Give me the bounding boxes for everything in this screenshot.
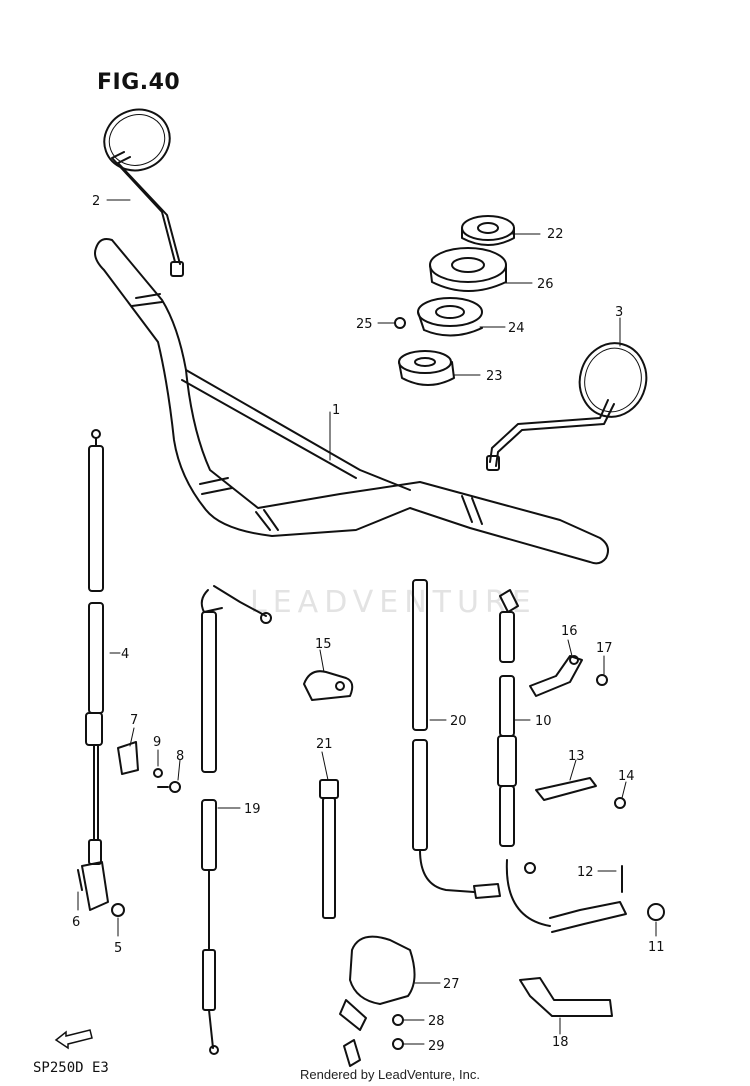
callout-16: 16 bbox=[561, 624, 578, 639]
left-mirror bbox=[103, 108, 184, 277]
bracket-13 bbox=[535, 777, 626, 809]
callout-27: 27 bbox=[443, 977, 460, 992]
callout-18: 18 bbox=[552, 1035, 569, 1050]
callout-23: 23 bbox=[486, 369, 503, 384]
render-credit: Rendered by LeadVenture, Inc. bbox=[300, 1067, 480, 1082]
callout-28: 28 bbox=[428, 1014, 445, 1029]
callout-2: 2 bbox=[92, 194, 100, 209]
cable-10 bbox=[497, 589, 665, 933]
callout-19: 19 bbox=[244, 802, 261, 817]
leader-lines bbox=[77, 199, 657, 1045]
callout-9: 9 bbox=[153, 735, 161, 750]
bracket-18 bbox=[519, 977, 613, 1017]
cable-19 bbox=[200, 585, 272, 1055]
callout-24: 24 bbox=[508, 321, 525, 336]
callout-7: 7 bbox=[130, 713, 138, 728]
handlebar bbox=[94, 238, 609, 565]
bracket-16 bbox=[529, 655, 608, 697]
callout-4: 4 bbox=[121, 647, 129, 662]
callout-26: 26 bbox=[537, 277, 554, 292]
callout-6: 6 bbox=[72, 915, 80, 930]
callout-labels: 2 3 1 4 22 26 24 23 25 20 10 19 27 28 29… bbox=[72, 194, 665, 1054]
callout-3: 3 bbox=[615, 305, 623, 320]
callout-15: 15 bbox=[315, 637, 332, 652]
callout-29: 29 bbox=[428, 1039, 445, 1054]
callout-10: 10 bbox=[535, 714, 552, 729]
callout-8: 8 bbox=[176, 749, 184, 764]
right-mirror bbox=[486, 342, 648, 471]
callout-25: 25 bbox=[356, 317, 373, 332]
cable-4 bbox=[77, 429, 181, 917]
callout-5: 5 bbox=[114, 941, 122, 956]
callout-14: 14 bbox=[618, 769, 635, 784]
clamp-15 bbox=[303, 670, 354, 701]
model-code: SP250D E3 bbox=[33, 1060, 109, 1076]
holder-21 bbox=[319, 779, 339, 919]
callout-22: 22 bbox=[547, 227, 564, 242]
handlebar-damper-parts bbox=[394, 215, 515, 386]
ignition-switch bbox=[339, 935, 416, 1067]
callout-13: 13 bbox=[568, 749, 585, 764]
cable-20 bbox=[412, 579, 501, 899]
watermark: LEADVENTURE bbox=[250, 585, 537, 620]
figure-title: FIG.40 bbox=[97, 70, 181, 95]
callout-11: 11 bbox=[648, 940, 665, 955]
callout-21: 21 bbox=[316, 737, 333, 752]
callout-17: 17 bbox=[596, 641, 613, 656]
fwd-arrow-icon bbox=[54, 1029, 93, 1050]
callout-12: 12 bbox=[577, 865, 594, 880]
callout-20: 20 bbox=[450, 714, 467, 729]
callout-1: 1 bbox=[332, 403, 340, 418]
